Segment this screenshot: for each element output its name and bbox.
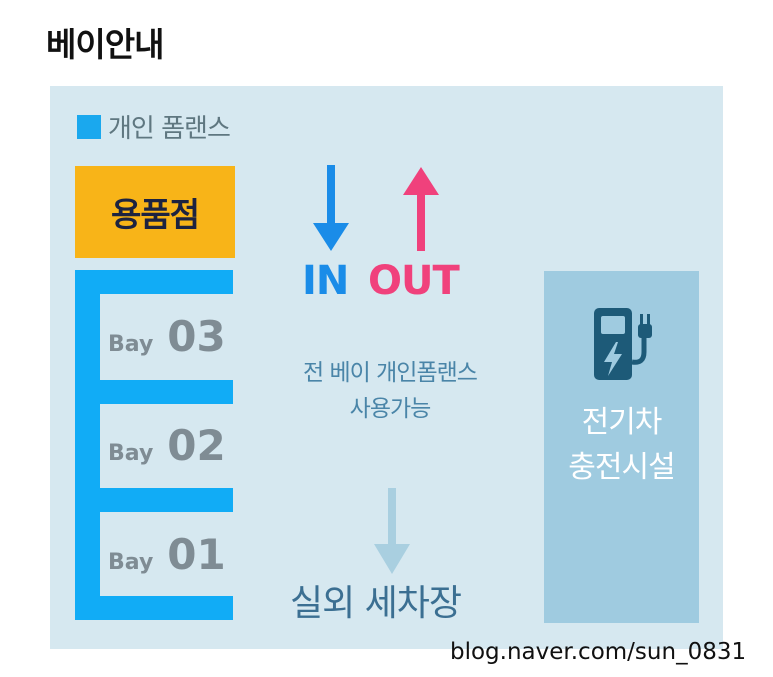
page-title: 베이안내: [46, 25, 164, 64]
ev-label: 전기차 충전시설: [544, 400, 699, 490]
ev-label-line-1: 전기차: [581, 405, 663, 440]
bay-02: Bay 02: [108, 421, 226, 481]
out-arrow-icon: [403, 167, 439, 251]
ev-label-line-2: 충전시설: [568, 450, 675, 485]
bay-wall: [75, 270, 100, 620]
legend-swatch: [77, 115, 101, 139]
bay-word: Bay: [108, 550, 154, 575]
shop-block: 용품점: [75, 166, 235, 258]
info-line-2: 사용가능: [349, 396, 432, 422]
wash-label: 실외 세차장: [290, 583, 462, 624]
bay-number: 01: [167, 530, 226, 579]
bay-divider-bottom: [75, 596, 233, 620]
bay-01: Bay 01: [108, 530, 226, 590]
info-line-1: 전 베이 개인폼랜스: [303, 360, 478, 386]
out-label: OUT: [368, 258, 460, 304]
watermark: blog.naver.com/sun_0831: [450, 639, 747, 665]
info-text: 전 베이 개인폼랜스 사용가능: [270, 355, 510, 427]
bay-word: Bay: [108, 441, 154, 466]
ev-charger-icon: [594, 308, 652, 380]
bay-03: Bay 03: [108, 312, 226, 372]
bay-number: 02: [167, 421, 226, 470]
bay-divider-03-02: [75, 380, 233, 404]
bay-divider-02-01: [75, 488, 233, 512]
wash-arrow-icon: [374, 488, 410, 574]
bay-number: 03: [167, 312, 226, 361]
shop-label: 용품점: [110, 195, 200, 234]
in-label: IN: [302, 258, 349, 304]
in-arrow-icon: [313, 165, 349, 251]
legend-label: 개인 폼랜스: [108, 114, 231, 144]
bay-word: Bay: [108, 332, 154, 357]
bay-divider-top: [75, 270, 233, 294]
